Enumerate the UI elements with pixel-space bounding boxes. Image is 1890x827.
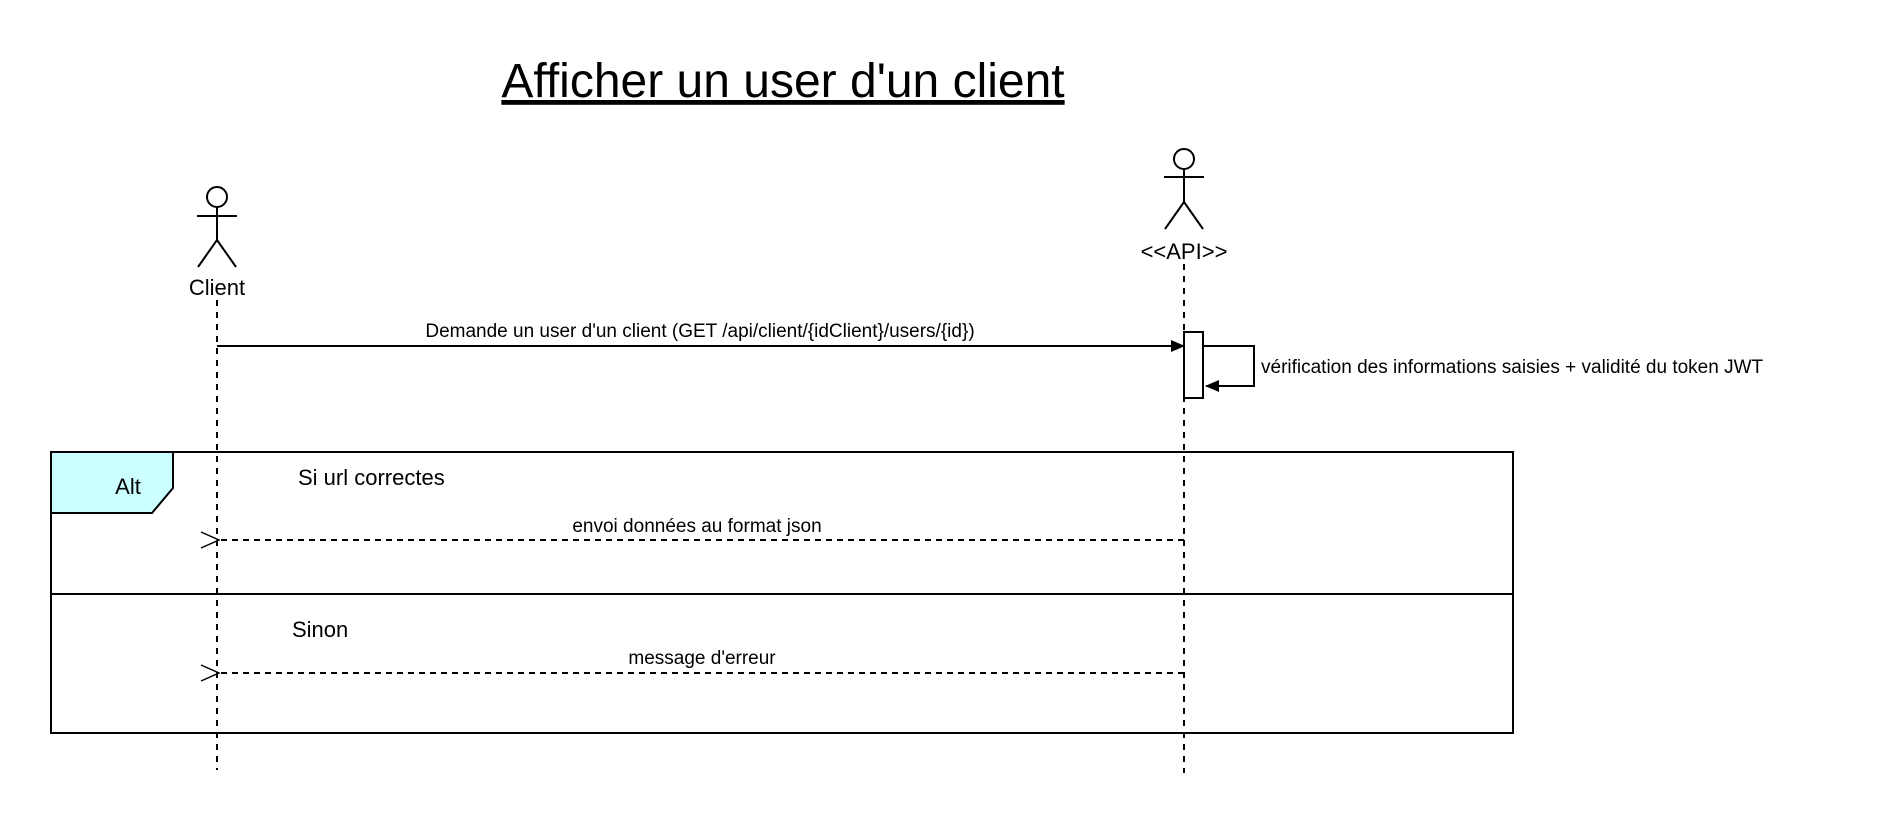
alt-operator-label: Alt xyxy=(115,474,141,499)
diagram-title: Afficher un user d'un client xyxy=(501,55,1064,108)
request-message-label: Demande un user d'un client (GET /api/cl… xyxy=(425,321,974,342)
alt-fragment-frame xyxy=(50,451,1514,734)
alt-fragment: Alt Si url correctes Sinon xyxy=(50,451,1514,734)
api-actor: <<API>> xyxy=(1141,148,1228,264)
client-actor: Client xyxy=(189,186,245,300)
alt-guard-else: Sinon xyxy=(292,617,348,642)
self-check-label: vérification des informations saisies + … xyxy=(1261,357,1764,378)
client-stick-figure-icon xyxy=(197,186,237,268)
alt-guard-success: Si url correctes xyxy=(298,465,445,490)
api-stick-figure-icon xyxy=(1164,148,1204,230)
api-actor-label: <<API>> xyxy=(1141,239,1228,264)
error-reply-label: message d'erreur xyxy=(628,648,776,669)
client-actor-label: Client xyxy=(189,275,245,300)
api-activation-bar xyxy=(1183,331,1204,399)
self-check-arrow xyxy=(1203,345,1255,392)
success-reply-label: envoi données au format json xyxy=(572,516,821,537)
alt-operator-tab xyxy=(50,451,174,514)
